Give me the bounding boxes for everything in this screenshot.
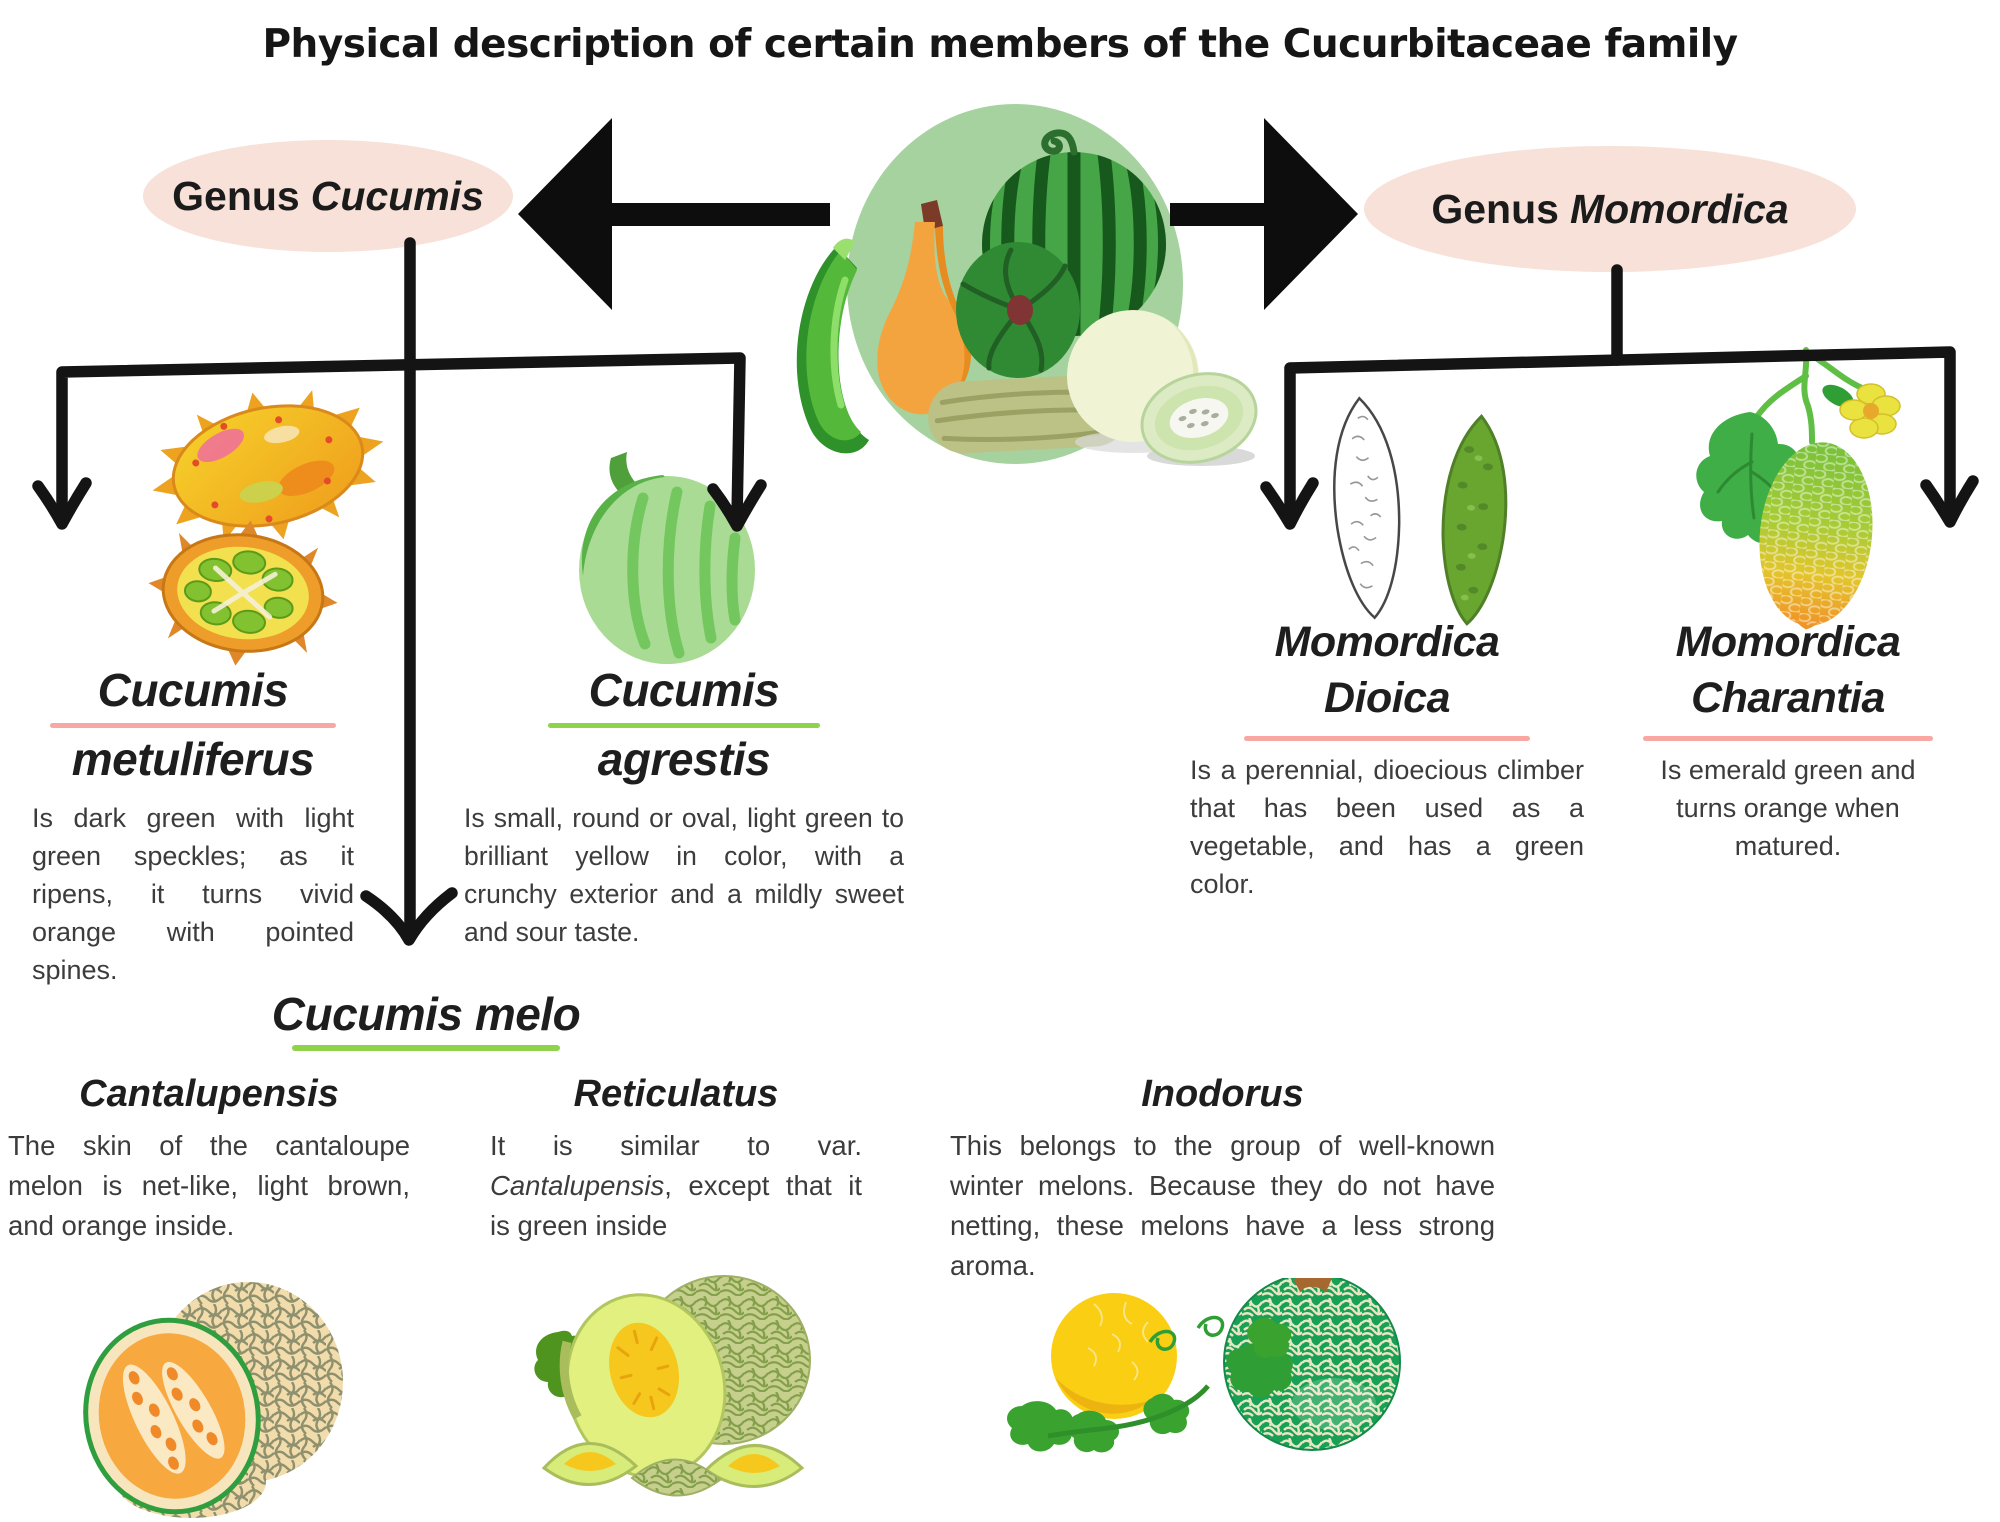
genus-cucumis-name: Cucumis bbox=[310, 172, 484, 219]
agrestis-title-line1: Cucumis bbox=[588, 664, 780, 716]
genus-cucumis-node: Genus Cucumis bbox=[143, 140, 513, 252]
cantalupensis-section: Cantalupensis The skin of the cantaloupe… bbox=[8, 1072, 410, 1246]
dioica-arrowhead-icon bbox=[1260, 477, 1319, 530]
dioica-green-gourd-icon bbox=[1441, 414, 1508, 626]
flower-icon bbox=[1839, 383, 1901, 439]
cantaloupe-illustration bbox=[83, 1282, 343, 1518]
honeydew-half-icon bbox=[1140, 372, 1258, 466]
agrestis-section: Cucumis agrestis Is small, round or oval… bbox=[460, 664, 908, 951]
charantia-title-line1: Momordica bbox=[1675, 618, 1901, 666]
dioica-section: Momordica Dioica Is a perennial, dioecio… bbox=[1190, 614, 1584, 903]
dioica-description: Is a perennial, dioecious climber that h… bbox=[1190, 755, 1584, 899]
melo-arrowhead-icon bbox=[360, 887, 458, 946]
agrestis-title-line2: agrestis bbox=[597, 733, 771, 785]
kiwano-fruits-illustration bbox=[148, 390, 384, 666]
cantalupensis-description: The skin of the cantaloupe melon is net-… bbox=[8, 1130, 410, 1241]
genus-momordica-node: Genus Momordica bbox=[1364, 146, 1856, 272]
charantia-description: Is emerald green and turns orange when m… bbox=[1660, 755, 1916, 861]
inodorus-melons-illustration bbox=[1007, 1278, 1401, 1453]
dioica-gourds-illustration bbox=[1333, 396, 1508, 626]
reticulatus-wedges-icon bbox=[541, 1442, 805, 1497]
melo-title: Cucumis melo bbox=[271, 988, 581, 1040]
reticulatus-melon-illustration bbox=[534, 1275, 811, 1497]
inodorus-description: This belongs to the group of well-known … bbox=[950, 1130, 1495, 1281]
canary-melon-icon bbox=[1051, 1293, 1177, 1419]
melo-underline bbox=[292, 1045, 560, 1051]
cantaloupe-half-icon bbox=[83, 1317, 261, 1515]
winter-melon-icon bbox=[1223, 1278, 1401, 1451]
genus-cucumis-prefix: Genus bbox=[172, 172, 300, 219]
metuliferus-title-line2: metuliferus bbox=[71, 733, 315, 785]
charantia-arrowhead-icon bbox=[1920, 475, 1979, 528]
agrestis-melon-illustration bbox=[579, 452, 755, 664]
reticulatus-description-start: It is similar to var. bbox=[490, 1130, 862, 1161]
charantia-section: Momordica Charantia Is emerald green and… bbox=[1638, 614, 1938, 865]
dioica-title-line1: Momordica bbox=[1274, 618, 1500, 666]
agrestis-underline bbox=[548, 723, 820, 728]
kiwano-whole-icon bbox=[152, 390, 384, 542]
flat-green-melon-icon bbox=[956, 242, 1080, 378]
metuliferus-description: Is dark green with light green speckles;… bbox=[32, 803, 354, 985]
charantia-plant-illustration bbox=[1696, 347, 1901, 630]
genus-momordica-name: Momordica bbox=[1569, 185, 1789, 232]
reticulatus-title: Reticulatus bbox=[573, 1073, 779, 1115]
page-title: Physical description of certain members … bbox=[262, 22, 1738, 67]
butternut-squash-icon bbox=[877, 200, 972, 415]
kiwano-cut-icon bbox=[148, 520, 338, 666]
reticulatus-description-end: , except that it is green inside bbox=[490, 1170, 862, 1241]
reticulatus-description: It is similar to var. Cantalupensis, exc… bbox=[490, 1126, 862, 1246]
dioica-title-line2: Dioica bbox=[1323, 674, 1451, 722]
genus-momordica-prefix: Genus bbox=[1431, 185, 1559, 232]
metuliferus-title-line1: Cucumis bbox=[97, 664, 289, 716]
cantalupensis-title: Cantalupensis bbox=[79, 1073, 339, 1115]
reticulatus-section: Reticulatus It is similar to var. Cantal… bbox=[490, 1072, 862, 1246]
metuliferus-underline bbox=[50, 723, 336, 728]
cucurbit-cluster-illustration bbox=[796, 104, 1258, 466]
dioica-white-gourd-icon bbox=[1333, 396, 1401, 620]
dioica-underline bbox=[1244, 736, 1530, 741]
inodorus-section: Inodorus This belongs to the group of we… bbox=[950, 1072, 1495, 1286]
inodorus-title: Inodorus bbox=[1141, 1073, 1304, 1115]
melo-section: Cucumis melo bbox=[226, 988, 626, 1056]
charantia-title-line2: Charantia bbox=[1691, 674, 1885, 722]
charantia-underline bbox=[1643, 736, 1933, 741]
metuliferus-arrowhead-icon bbox=[32, 477, 92, 530]
agrestis-description: Is small, round or oval, light green to … bbox=[464, 803, 904, 947]
vine-leaves-icon bbox=[1007, 1315, 1225, 1453]
metuliferus-section: Cucumis metuliferus Is dark green with l… bbox=[28, 664, 358, 989]
reticulatus-description-italic: Cantalupensis bbox=[490, 1170, 665, 1201]
